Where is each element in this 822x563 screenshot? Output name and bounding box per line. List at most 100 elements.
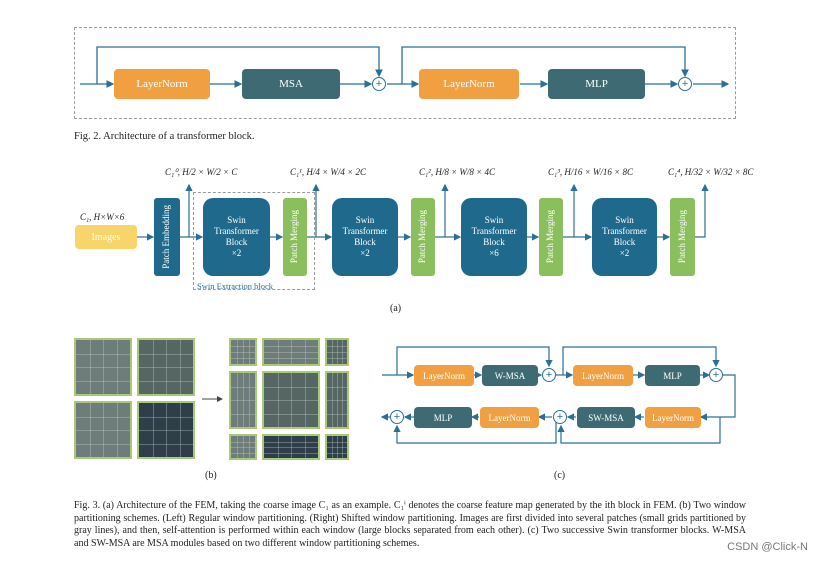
fig3a-dim-1: C₁¹, H/4 × W/4 × 2C [290,167,366,177]
patch-grid-line [327,352,347,353]
fig3b-left-window-3 [74,401,132,459]
fig3a-swin-extraction-frame [193,192,315,290]
patch-grid-line [166,403,167,457]
patch-grid-line [342,340,343,364]
patch-grid-line [332,436,333,458]
patch-grid-line [231,452,255,454]
fig3c-layernorm-1: LayerNorm [414,365,474,386]
patch-grid-line [179,340,181,394]
fig3a-dim-3: C₁³, H/16 × W/16 × 8C [548,167,633,177]
fig3c-add-4: + [390,410,404,424]
patch-grid-line [103,403,104,457]
patch-grid-line [243,373,244,427]
patch-grid-line [243,436,244,458]
patch-grid-line [152,340,154,394]
fig3b-left-window-1 [74,338,132,396]
patch-grid-line [304,373,306,427]
patch-grid-line [237,340,238,364]
fig3a-patch-merging-1: Patch Merging [283,198,307,276]
fig3a-dim-4: C₁⁴, H/32 × W/32 × 8C [668,167,754,177]
fig2-caption: Fig. 2. Architecture of a transformer bl… [74,131,255,142]
patch-grid-line [327,452,347,454]
patch-grid-line [237,436,238,458]
patch-grid-line [277,373,279,427]
fig3a-panel-label: (a) [390,303,402,314]
fig3a-swin-block-4-text: Swin Transformer Block [602,215,647,247]
patch-grid-line [231,400,255,401]
fig3b-right-window-5 [262,371,320,429]
fig3a-swin-block-4: Swin Transformer Block ×2 [592,198,657,276]
fig3a-patch-embedding: Patch Embedding [154,198,180,276]
patch-grid-line [249,436,250,458]
patch-grid-line [231,441,255,443]
fig3a-swin-block-2-repeat: ×2 [360,248,370,258]
patch-grid-line [264,452,318,454]
fig3a-swin-block-3: Swin Transformer Block ×6 [461,198,527,276]
patch-grid-line [116,340,118,394]
patch-grid-line [116,403,118,457]
fig3c-add-1: + [542,368,556,382]
patch-grid-line [166,340,167,394]
patch-grid-line [264,352,318,353]
fig3b-panel-label: (b) [205,470,217,481]
patch-grid-line [76,367,130,368]
patch-grid-line [342,436,343,458]
patch-grid-line [231,352,255,353]
fig3a-swin-block-2-text: Swin Transformer Block [342,215,388,247]
fig3c-mlp-2: MLP [414,407,472,428]
patch-grid-line [327,441,347,443]
patch-grid-line [76,353,130,355]
patch-grid-line [327,386,347,388]
patch-grid-line [304,340,306,364]
patch-grid-line [249,340,250,364]
patch-grid-line [337,436,338,458]
fig3c-mlp-1: MLP [645,365,700,386]
fig2-layernorm-2: LayerNorm [419,69,519,99]
fig3a-images: Images [75,225,137,249]
fig3a-swin-block-3-repeat: ×6 [489,248,499,258]
fig3a-swin-block-3-text: Swin Transformer Block [471,215,517,247]
patch-grid-line [139,416,193,418]
fig3a-swin-block-2: Swin Transformer Block ×2 [332,198,398,276]
fig3b-right-window-2 [262,338,320,366]
patch-grid-line [243,340,244,364]
patch-grid-line [249,373,250,427]
patch-grid-line [264,386,318,388]
patch-grid-line [327,346,347,347]
patch-grid-line [139,367,193,368]
fig3a-dim-0: C₁⁰, H/2 × W/2 × C [165,167,238,177]
patch-grid-line [327,358,347,359]
fig3a-input-label: C₁, H×W×6 [80,212,125,222]
patch-grid-line [337,340,338,364]
patch-grid-line [76,416,130,418]
fig2-layernorm-1: LayerNorm [114,69,210,99]
patch-grid-line [277,436,279,458]
patch-grid-line [291,436,292,458]
patch-grid-line [89,340,91,394]
patch-grid-line [231,346,255,347]
patch-grid-line [291,340,292,364]
patch-grid-line [304,436,306,458]
fig3a-swin-block-1: Swin Transformer Block ×2 [203,198,270,276]
fig3b-right-window-1 [229,338,257,366]
fig3a-swin-block-4-repeat: ×2 [619,248,630,258]
patch-grid-line [89,403,91,457]
patch-grid-line [327,413,347,415]
fig3c-layernorm-4: LayerNorm [480,407,539,428]
fig3c-layernorm-3: LayerNorm [645,407,701,428]
patch-grid-line [291,373,292,427]
fig2-dashed-frame [74,27,736,119]
fig3c-add-3: + [553,410,567,424]
patch-grid-line [76,380,130,382]
patch-grid-line [332,340,333,364]
patch-grid-line [264,447,318,448]
fig3a-patch-merging-3: Patch Merging [539,198,563,276]
fig3b-right-window-8 [262,434,320,460]
patch-grid-line [264,346,318,347]
patch-grid-line [231,413,255,415]
fig2-add-2: + [678,77,692,91]
